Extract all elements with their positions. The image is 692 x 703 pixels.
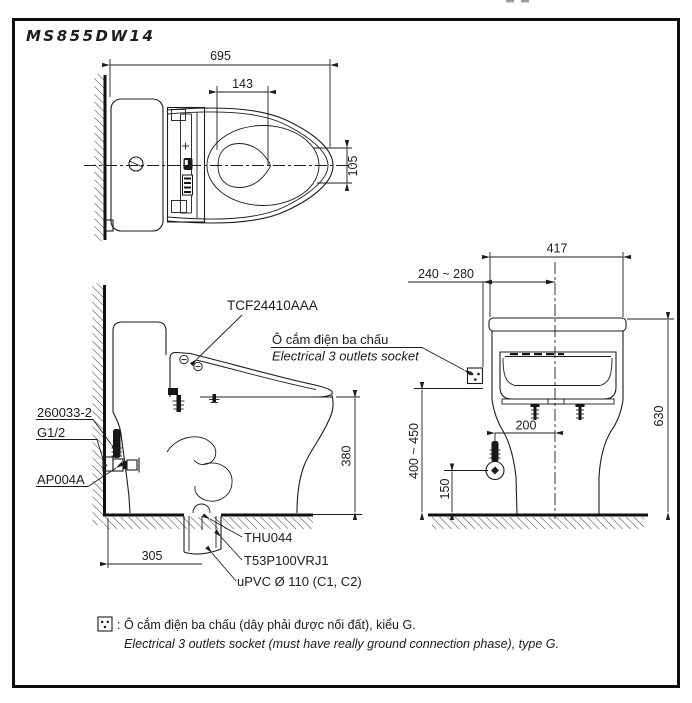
washlet-side-outline xyxy=(169,351,333,398)
trapway-curve xyxy=(166,436,217,466)
stop-valve-rear xyxy=(485,441,505,481)
tank-top-outline xyxy=(110,98,164,232)
footnote: : Ô cắm điện ba chấu (dây phải được nối … xyxy=(97,616,559,651)
dim-105: 105 xyxy=(346,156,360,177)
washlet-rear-panel xyxy=(499,351,617,400)
tank-lid xyxy=(488,317,627,332)
dim-630: 630 xyxy=(652,406,666,427)
pipe-label: uPVC Ø 110 (C1, C2) xyxy=(237,574,362,589)
seat-bolt xyxy=(530,404,540,420)
dim-380: 380 xyxy=(340,446,354,467)
footnote-en: Electrical 3 outlets socket (must have r… xyxy=(124,637,559,651)
socket-icon xyxy=(466,367,484,385)
supply-part-label: 260033-2 xyxy=(37,405,92,420)
dim-695: 695 xyxy=(210,49,231,63)
socket-label-vi: Ô cắm điện ba chấu xyxy=(272,332,388,347)
page-title: MS855DW14 xyxy=(26,27,155,45)
footnote-vi: : Ô cắm điện ba chấu (dây phải được nối … xyxy=(117,617,416,632)
dim-arrow xyxy=(483,279,492,285)
cropped-text-artifact xyxy=(506,0,529,3)
bowl-water-outline xyxy=(217,143,271,188)
thread-label: G1/2 xyxy=(37,425,65,440)
dim-305: 305 xyxy=(142,549,163,563)
rear-elevation-view: 417 240 ~ 280 630 400 ~ 450 150 200 xyxy=(407,242,674,529)
pedestal-right xyxy=(598,399,624,514)
dim-240-280: 240 ~ 280 xyxy=(418,267,474,281)
dim-arrow xyxy=(546,279,555,285)
socket-label-en: Electrical 3 outlets socket xyxy=(272,349,420,364)
floor-hatch xyxy=(104,517,313,529)
wall-connector xyxy=(103,219,114,232)
floor-hatch xyxy=(432,517,644,529)
flush-button xyxy=(128,156,144,172)
vent-grille xyxy=(182,174,193,196)
dim-150: 150 xyxy=(438,479,452,500)
hinge-screw xyxy=(179,354,189,365)
tank-side-outline xyxy=(112,321,167,412)
dim-143: 143 xyxy=(232,77,253,91)
side-elevation-view: 380 305 TCF24410AAA Ô cắm điện ba chấu E… xyxy=(36,283,473,589)
drain-part-label: T53P100VRJ1 xyxy=(244,553,329,568)
seat-model-label: TCF24410AAA xyxy=(227,298,318,313)
drawing-border xyxy=(12,18,680,688)
dim-400-450: 400 ~ 450 xyxy=(407,423,421,479)
wall-hatch xyxy=(92,283,104,525)
seat-bolt xyxy=(575,404,585,420)
top-plan-view: 695 143 105 xyxy=(84,49,360,241)
flange-label: THU044 xyxy=(244,530,292,545)
socket-icon xyxy=(97,616,113,632)
wall-hatch xyxy=(94,74,104,241)
pedestal-back xyxy=(112,411,131,514)
dim-200: 200 xyxy=(516,419,537,433)
valve-model-label: AP004A xyxy=(37,472,85,487)
bowl-front xyxy=(296,394,334,514)
dim-417: 417 xyxy=(547,242,568,256)
hinge-screw xyxy=(193,361,203,372)
outlet-arc xyxy=(192,503,211,514)
mount-bolt xyxy=(168,388,220,412)
